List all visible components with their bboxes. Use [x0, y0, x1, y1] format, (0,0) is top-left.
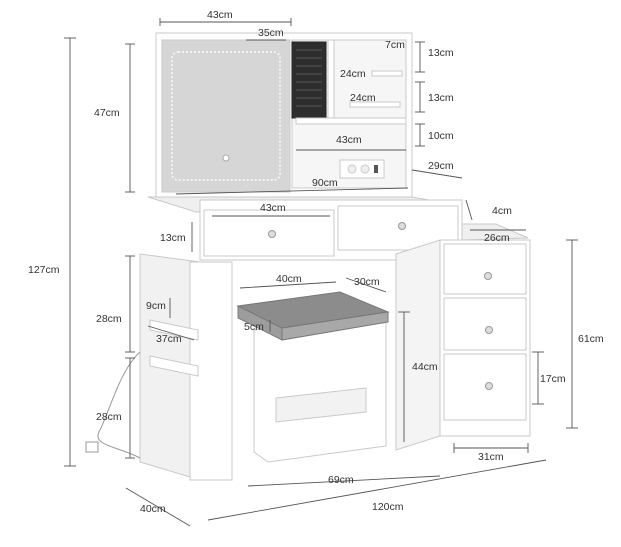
cabinet-drawer-3: [443, 353, 527, 421]
label-total-width: 120cm: [372, 501, 404, 513]
label-shelf-depth: 7cm: [385, 39, 405, 51]
label-stool-depth: 30cm: [354, 276, 380, 288]
dim-line-40-stool: [239, 281, 337, 289]
drawer-knob-icon: [268, 230, 276, 238]
shelf-3: [295, 117, 407, 125]
label-mirror-width: 35cm: [258, 27, 284, 39]
label-lower-left-height: 28cm: [96, 411, 122, 423]
label-inner-shelf-width: 43cm: [336, 134, 362, 146]
dim-line-90: [175, 187, 409, 195]
label-lower-drawer-height: 17cm: [540, 373, 566, 385]
label-shelf-gap-2: 13cm: [428, 92, 454, 104]
drawer-knob-icon: [485, 326, 493, 334]
label-cushion-height: 5cm: [244, 321, 264, 333]
label-cabinet-base-width: 31cm: [478, 451, 504, 463]
led-strip: [171, 51, 281, 181]
label-desk-depth: 40cm: [140, 503, 166, 515]
dim-line-30-stool: [345, 277, 387, 293]
label-knee-width: 69cm: [328, 474, 354, 486]
left-unit-shelf-2: [149, 355, 199, 377]
touch-switch-icon: [222, 154, 230, 162]
drawer-knob-icon: [484, 272, 492, 280]
label-total-height: 127cm: [28, 264, 60, 276]
label-cabinet-height: 61cm: [578, 333, 604, 345]
label-stool-width: 40cm: [276, 273, 302, 285]
dimension-lines: [64, 18, 578, 527]
label-drawer-height: 13cm: [160, 232, 186, 244]
power-plug-icon: [85, 441, 99, 453]
drawer-knob-icon: [485, 382, 493, 390]
cabinet-drawer-2: [443, 297, 527, 351]
label-drawer-width: 43cm: [260, 202, 286, 214]
dim-line-69: [247, 475, 441, 487]
label-mirror-top-width: 43cm: [207, 9, 233, 21]
stool: [236, 291, 390, 463]
dim-line-120: [207, 459, 547, 521]
hutch-divider: [327, 39, 335, 123]
drawer-knob-icon: [398, 222, 406, 230]
dimension-labels: 43cm 35cm 7cm 13cm 24cm 24cm 13cm 10cm 4…: [28, 9, 604, 515]
label-side-slot: 9cm: [146, 300, 166, 312]
dim-line-4: [465, 199, 473, 221]
shelf-2: [349, 101, 401, 108]
jewelry-organizer: [291, 41, 327, 119]
label-shelf-width-1: 24cm: [340, 68, 366, 80]
organizer-slots: [296, 49, 322, 107]
label-side-depth: 37cm: [156, 333, 182, 345]
label-cabinet-top-depth: 4cm: [492, 205, 512, 217]
dim-line-37: [147, 325, 195, 341]
stool-crossbar: [275, 387, 367, 423]
cabinet-side: [395, 239, 441, 451]
label-hutch-height: 47cm: [94, 107, 120, 119]
label-knee-height: 44cm: [412, 361, 438, 373]
label-shelf-gap-3: 10cm: [428, 130, 454, 142]
label-shelf-width-2: 24cm: [350, 92, 376, 104]
label-cabinet-width: 26cm: [484, 232, 510, 244]
label-desk-width-top: 90cm: [312, 177, 338, 189]
shelf-1: [371, 70, 403, 77]
cabinet-drawer-1: [443, 243, 527, 295]
label-hutch-depth: 29cm: [428, 160, 454, 172]
led-mirror: [161, 39, 291, 193]
outlet-2-icon: [360, 164, 370, 174]
power-cord: [97, 351, 141, 459]
stool-cushion-side: [281, 311, 389, 341]
vanity-desk-illustration: [85, 32, 531, 481]
outlet-1-icon: [347, 164, 357, 174]
usb-port-icon: [374, 165, 378, 173]
dim-line-40-depth: [125, 487, 191, 527]
label-shelf-gap-1: 13cm: [428, 47, 454, 59]
label-upper-left-height: 28cm: [96, 313, 122, 325]
dim-line-29: [411, 169, 463, 179]
